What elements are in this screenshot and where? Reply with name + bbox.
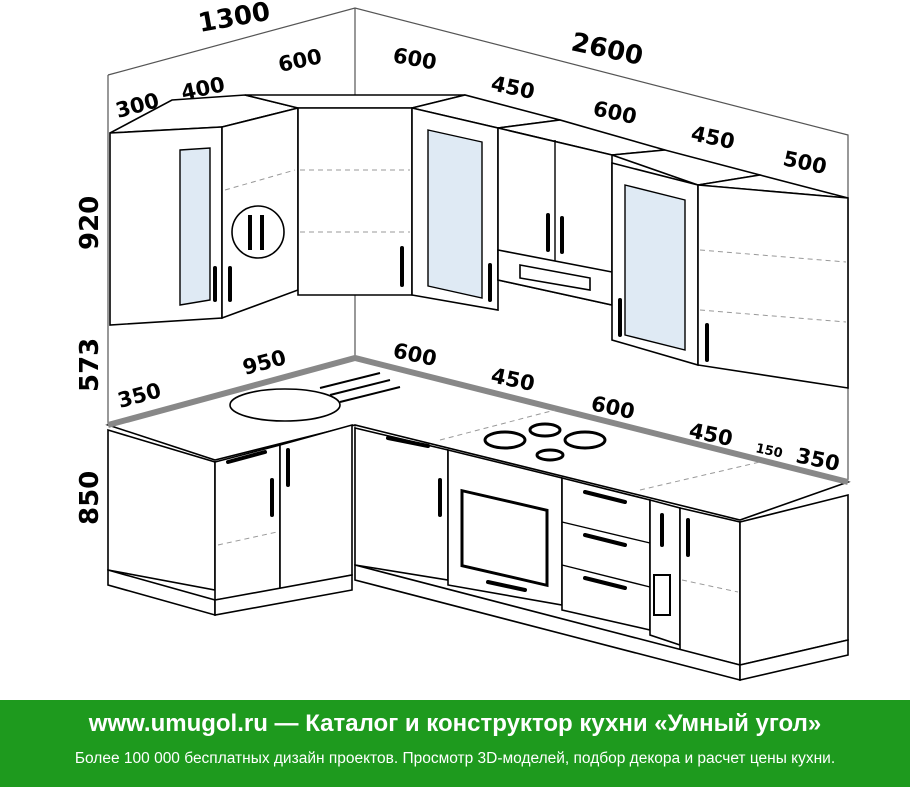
dim-upper-right: 500	[781, 146, 829, 179]
countertop	[105, 354, 851, 521]
dim-counter-left: 350	[115, 378, 164, 413]
dim-upper-right: 450	[689, 121, 737, 154]
dim-height-base: 850	[75, 471, 105, 525]
footer-subtitle: Более 100 000 бесплатных дизайн проектов…	[74, 750, 836, 767]
dim-upper-right: 450	[489, 71, 537, 104]
dim-counter-right: 150	[754, 441, 784, 461]
dim-counter-left: 950	[240, 345, 289, 380]
cooktop	[483, 422, 607, 462]
upper-cabinets	[109, 94, 849, 389]
dim-upper-left: 600	[276, 44, 324, 77]
footer-banner: www.umugol.ru — Каталог и конструктор ку…	[0, 700, 910, 787]
dim-top-right-total: 2600	[569, 28, 646, 72]
dim-upper-right: 600	[591, 96, 639, 129]
bottle-icon	[653, 574, 671, 616]
dim-height-gap: 573	[75, 338, 105, 392]
footer-title[interactable]: www.umugol.ru — Каталог и конструктор ку…	[88, 710, 822, 737]
base-cabinets	[107, 423, 849, 682]
sink	[229, 388, 341, 422]
dim-height-upper: 920	[75, 196, 105, 250]
cutlery-icon	[231, 205, 285, 259]
dim-upper-right: 600	[391, 43, 438, 74]
kitchen-diagram: 1300 2600 300 400 600 600 450 600 450 50…	[75, 0, 851, 682]
